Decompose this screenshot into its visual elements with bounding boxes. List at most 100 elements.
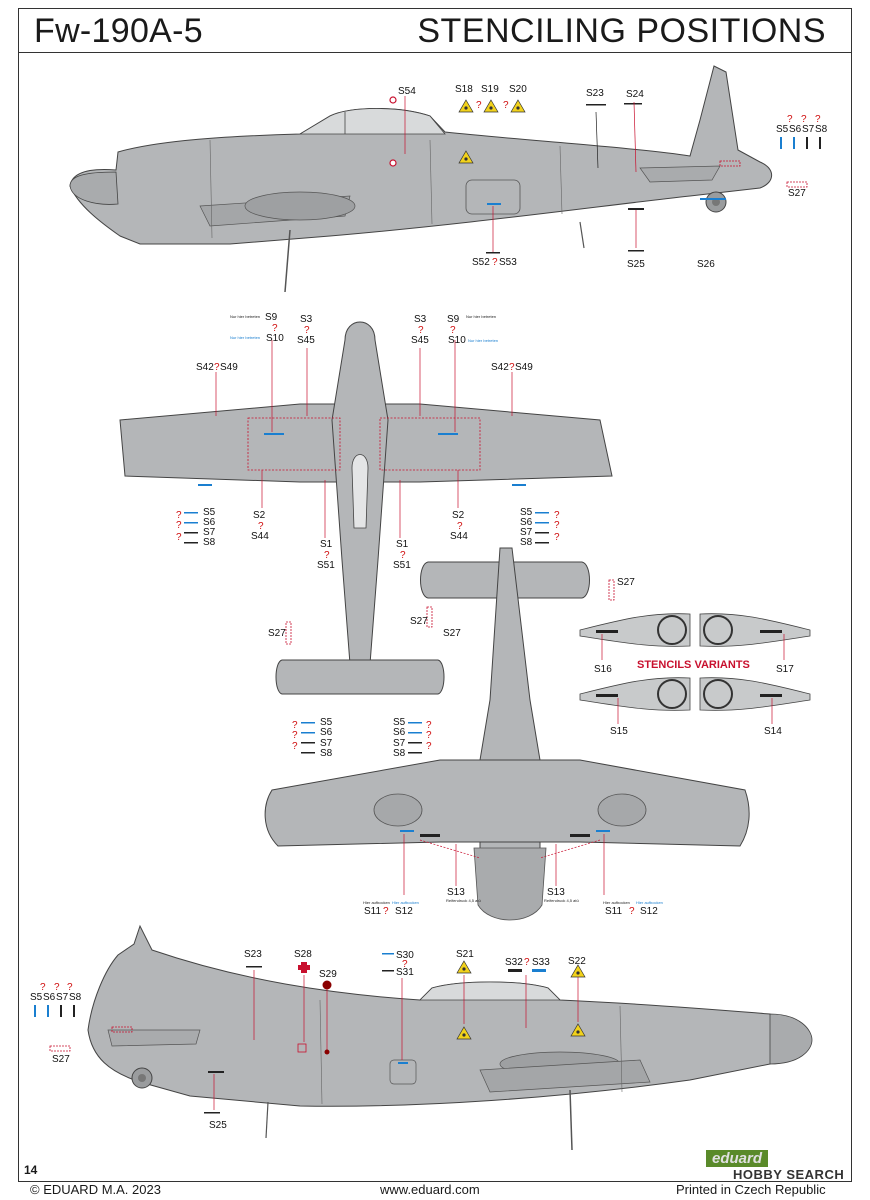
stencil-text: Nur hier betreten [468, 338, 498, 343]
label-s27: S27 [788, 188, 806, 199]
label-s27: S27 [443, 628, 461, 639]
label-s13: S13 [547, 887, 565, 898]
brand-logo: eduard [706, 1150, 769, 1167]
stencil-text: Nur hier betreten [230, 314, 260, 319]
svg-text:?: ? [554, 510, 560, 521]
label-s3: S3 [300, 314, 313, 325]
stencil-text: Reifendruck 4,5 atü [544, 898, 579, 903]
svg-text:?: ? [418, 325, 424, 336]
svg-text:?: ? [176, 510, 182, 521]
svg-text:S8: S8 [203, 537, 216, 548]
svg-text:?: ? [292, 730, 298, 741]
label-s20: S20 [509, 84, 527, 95]
footer-printed: Printed in Czech Republic [676, 1182, 826, 1197]
label-s27: S27 [410, 616, 428, 627]
label-s45: S45 [297, 335, 315, 346]
svg-text:S5: S5 [393, 717, 406, 728]
svg-text:?: ? [629, 906, 635, 917]
page-heading: STENCILING POSITIONS [417, 12, 826, 50]
label-s16: S16 [594, 664, 612, 675]
svg-text:?: ? [554, 532, 560, 543]
stencil-text: Hier aufbocken [363, 900, 390, 905]
label-s49: S49 [515, 362, 533, 373]
label-s27: S27 [268, 628, 286, 639]
plan-view-underside: S27 S27 S27 S13 Reifendruck 4,5 atü S13 … [264, 547, 750, 921]
label-s3: S3 [414, 314, 427, 325]
label-s19: S19 [481, 84, 499, 95]
label-s51: S51 [317, 560, 335, 571]
mark-q: ? [476, 100, 482, 111]
svg-text:S8: S8 [393, 748, 406, 759]
svg-text:?: ? [40, 982, 46, 993]
label-s11: S11 [364, 906, 381, 917]
svg-text:?: ? [509, 362, 515, 373]
label-s31: S31 [396, 967, 414, 978]
plan-view-top: Nur hier betreten S9 ? Nur hier betreten… [119, 312, 613, 759]
svg-text:?: ? [304, 325, 310, 336]
svg-text:?: ? [383, 906, 389, 917]
aircraft-title: Fw-190A-5 [34, 12, 203, 50]
watermark: HOBBY SEARCH [733, 1167, 845, 1182]
svg-text:S5: S5 [30, 992, 43, 1003]
label-s42: S42 [491, 362, 509, 373]
svg-text:?: ? [426, 720, 432, 731]
label-s2: S2 [253, 510, 266, 521]
svg-text:S6: S6 [393, 727, 406, 738]
svg-text:?: ? [324, 550, 330, 561]
label-s18: S18 [455, 84, 473, 95]
label-s27: S27 [52, 1054, 70, 1065]
label-s21: S21 [456, 949, 474, 960]
svg-text:S5: S5 [520, 507, 533, 518]
svg-text:?: ? [457, 521, 463, 532]
stencil-text: Reifendruck 4,5 atü [446, 898, 481, 903]
svg-text:?: ? [801, 114, 807, 125]
svg-text:?: ? [214, 362, 220, 373]
svg-text:S6: S6 [203, 517, 216, 528]
label-s23: S23 [244, 949, 262, 960]
mark-q: ? [503, 100, 509, 111]
label-s25: S25 [209, 1120, 227, 1131]
svg-text:?: ? [292, 720, 298, 731]
side-view-left: S54 S18 S19 S20 ? ? S23 S24 S5 S6 S7 S8 … [69, 65, 828, 293]
svg-text:S8: S8 [320, 748, 333, 759]
label-s8: S8 [815, 124, 828, 135]
side-view-right: S23 S28 S29 S30 ? S31 S21 S32 ? S33 S22 … [30, 924, 813, 1151]
svg-text:?: ? [524, 957, 530, 968]
label-s53: S53 [499, 257, 517, 268]
footer-website[interactable]: www.eduard.com [380, 1182, 480, 1197]
label-s14: S14 [764, 726, 782, 737]
variants-heading: STENCILS VARIANTS [637, 659, 750, 671]
svg-text:?: ? [402, 959, 408, 970]
label-s29: S29 [319, 969, 337, 980]
svg-text:?: ? [54, 982, 60, 993]
svg-text:?: ? [426, 741, 432, 752]
stencil-text: Hier aufbocken [392, 900, 419, 905]
svg-text:?: ? [815, 114, 821, 125]
label-s10: S10 [266, 333, 284, 344]
label-s12: S12 [640, 906, 658, 917]
svg-text:?: ? [176, 520, 182, 531]
label-s49: S49 [220, 362, 238, 373]
svg-text:S5: S5 [320, 717, 333, 728]
label-s27: S27 [617, 577, 635, 588]
label-s9: S9 [265, 312, 278, 323]
svg-text:?: ? [492, 257, 498, 268]
label-s45: S45 [411, 335, 429, 346]
label-s6: S6 [789, 124, 802, 135]
label-s25: S25 [627, 259, 645, 270]
label-s28: S28 [294, 949, 312, 960]
label-s2: S2 [452, 510, 465, 521]
svg-text:S8: S8 [520, 537, 533, 548]
label-s52: S52 [472, 257, 490, 268]
svg-text:S6: S6 [320, 727, 333, 738]
stencil-text: Hier aufbocken [603, 900, 630, 905]
svg-text:S6: S6 [43, 992, 56, 1003]
label-s54: S54 [398, 86, 416, 97]
label-s30: S30 [396, 950, 414, 961]
page-frame [18, 8, 852, 1182]
label-s17: S17 [776, 664, 794, 675]
svg-text:S7: S7 [56, 992, 69, 1003]
svg-text:?: ? [176, 532, 182, 543]
svg-text:S7: S7 [520, 527, 533, 538]
